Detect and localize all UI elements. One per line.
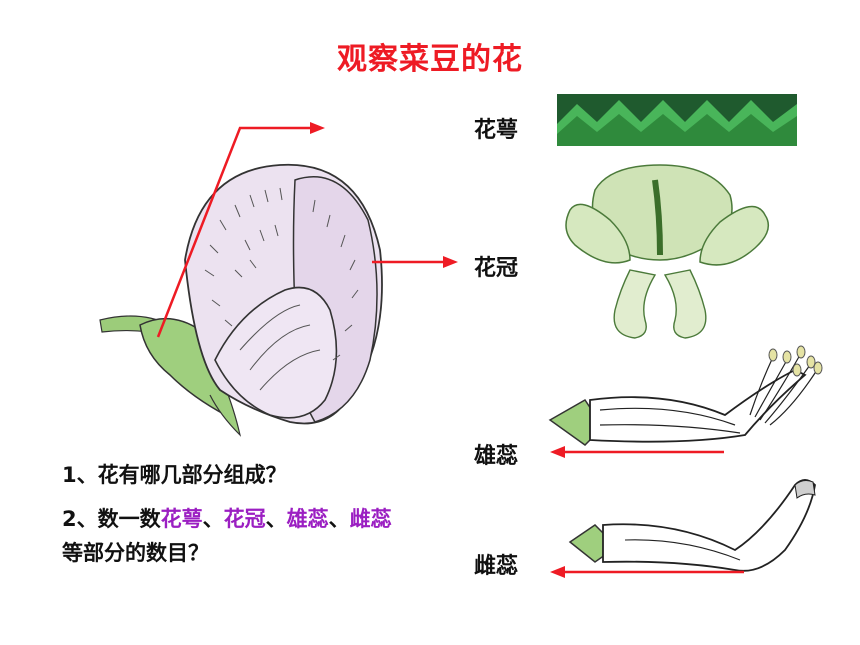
question-2-corolla: 花冠 xyxy=(223,507,266,531)
stamen-illustration xyxy=(548,345,823,446)
stamen-label: 雄蕊 xyxy=(474,444,519,469)
question-2-pistil: 雌蕊 xyxy=(349,507,392,531)
question-2-calyx: 花萼 xyxy=(160,507,203,531)
calyx-pointer-arrow xyxy=(156,122,325,338)
pistil-label: 雌蕊 xyxy=(474,554,519,579)
question-2-suffix: 等部分的数目？ xyxy=(62,541,209,565)
question-2-sep: 、 xyxy=(328,507,350,531)
calyx-label: 花萼 xyxy=(474,118,519,143)
question-2: 2、数一数花萼、花冠、雄蕊、雌蕊等部分的数目？ xyxy=(62,502,402,570)
question-2-stamen: 雄蕊 xyxy=(286,507,329,531)
pistil-pointer-arrow xyxy=(550,566,744,578)
corolla-pointer-arrow xyxy=(372,256,458,268)
page-title: 观察菜豆的花 xyxy=(337,42,523,77)
question-2-prefix: 2、数一数 xyxy=(62,507,161,531)
pistil-illustration xyxy=(568,479,816,572)
stamen-pointer-arrow xyxy=(550,446,724,458)
question-2-sep: 、 xyxy=(202,507,224,531)
corolla-petals-illustration xyxy=(565,164,770,339)
corolla-label: 花冠 xyxy=(474,256,519,281)
bean-flower-illustration xyxy=(99,163,383,437)
calyx-photo xyxy=(557,94,797,146)
question-1: 1、花有哪几部分组成？ xyxy=(62,463,287,487)
question-2-sep: 、 xyxy=(265,507,287,531)
